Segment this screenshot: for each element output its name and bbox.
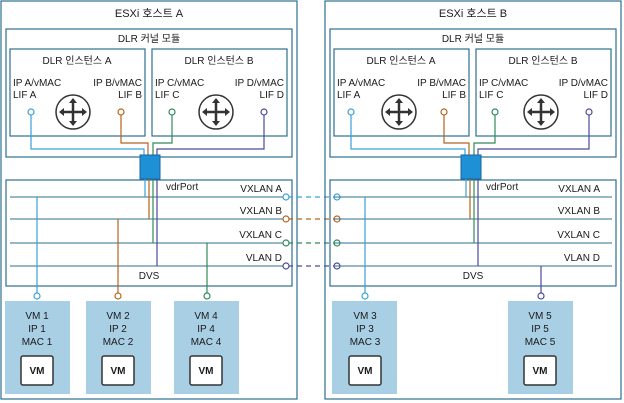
host-b-lif-a-ip: IP A/vMAC (337, 78, 385, 89)
host-a-instance-b (151, 48, 288, 137)
vm-1-icon (20, 355, 54, 386)
vm-3-name: VM 3 (353, 311, 377, 322)
host-a-vm-4: VM 4 IP 4 MAC 4 VM (174, 301, 239, 394)
vm-1-name: VM 1 (25, 311, 49, 322)
vm-1-ip: IP 1 (28, 324, 46, 335)
vm-2-ip: IP 2 (109, 324, 127, 335)
host-a-lif-d-ip: IP D/vMAC (235, 78, 284, 89)
host-b-vm-3: VM 3 IP 3 MAC 3 VM (332, 301, 397, 394)
vm-2-icon (101, 355, 135, 386)
host-a-instance-a-title: DLR 인스턴스 A (42, 55, 111, 67)
host-b-vm-5: VM 5 IP 5 MAC 5 VM (508, 301, 573, 394)
host-b-instance-a-title: DLR 인스턴스 A (366, 55, 435, 67)
host-a-net-vxlan-b: VXLAN B (240, 206, 283, 217)
vm-4-ip: IP 4 (197, 324, 215, 335)
host-b: ESXi 호스트 B DLR 커널 모듈 DLR 인스턴스 A IP A/vMA… (324, 0, 622, 400)
vm-5-mac: MAC 5 (525, 337, 556, 348)
host-b-lif-a-name: LIF A (337, 90, 361, 101)
vm-2-mac: MAC 2 (103, 337, 134, 348)
host-a-vdrport (139, 154, 161, 180)
host-a: ESXi 호스트 A DLR 커널 모듈 DLR 인스턴스 A IP A/vMA… (0, 0, 298, 400)
vm-4-mac: MAC 4 (191, 337, 222, 348)
vm-5-icon (523, 355, 557, 386)
host-a-vdrport-label: vdrPort (166, 182, 198, 193)
host-a-kernel-module (5, 28, 293, 158)
vm-5-ip: IP 5 (531, 324, 549, 335)
host-b-lif-c-name: LIF C (479, 90, 503, 101)
host-a-lif-d-name: LIF D (260, 90, 284, 101)
host-b-vm-lines (364, 197, 542, 296)
vm-4-icon-label: VM (199, 366, 214, 377)
host-b-lif-c-ip: IP C/vMAC (479, 78, 528, 89)
host-b-instance-b-title: DLR 인스턴스 B (508, 55, 577, 67)
host-a-vm-2: VM 2 IP 2 MAC 2 VM (86, 301, 151, 394)
host-b-vdrport-label: vdrPort (486, 182, 518, 193)
host-b-vdrport (460, 154, 482, 180)
host-b-network-lines (334, 196, 612, 267)
host-b-dvs-label: DVS (463, 271, 484, 282)
host-b-net-vxlan-a: VXLAN A (558, 184, 600, 195)
host-a-lif-dots (27, 108, 268, 116)
inter-host-links (288, 196, 335, 267)
host-b-lif-b-ip: IP B/vMAC (417, 78, 466, 89)
host-a-lif-c-name: LIF C (155, 90, 179, 101)
host-b-net-vxlan-b: VXLAN B (558, 206, 601, 217)
host-b-vdr-lines (465, 179, 479, 266)
host-b-kernel-label: DLR 커널 모듈 (442, 33, 504, 45)
vm-4-name: VM 4 (194, 311, 218, 322)
vm-3-mac: MAC 3 (350, 337, 381, 348)
vm-3-icon-label: VM (358, 366, 373, 377)
host-a-instance-b-title: DLR 인스턴스 B (184, 55, 253, 67)
host-a-kernel-label: DLR 커널 모듈 (118, 33, 180, 45)
host-b-net-vlan-d: VLAN D (564, 253, 600, 264)
vm-4-icon (189, 355, 223, 386)
host-a-vm-1: VM 1 IP 1 MAC 1 VM (5, 301, 70, 394)
host-a-vm-lines (36, 197, 208, 296)
host-b-lif-lines (350, 112, 590, 155)
host-b-lif-b-name: LIF B (442, 90, 466, 101)
host-a-router-icon-b (197, 93, 235, 131)
vm-3-icon (348, 355, 382, 386)
host-b-frame (324, 0, 622, 400)
host-b-router-icon-b (522, 93, 560, 131)
host-a-net-vxlan-a: VXLAN A (240, 184, 282, 195)
host-a-net-vlan-d: VLAN D (246, 253, 282, 264)
host-b-router-icon-a (380, 93, 418, 131)
host-b-instance-a (333, 48, 470, 137)
host-a-lif-a-name: LIF A (13, 90, 37, 101)
host-b-kernel-module (329, 28, 617, 158)
host-a-vm-dots (33, 292, 211, 300)
vm-2-icon-label: VM (111, 366, 126, 377)
host-b-instance-b (475, 48, 612, 137)
vm-5-name: VM 5 (528, 311, 552, 322)
host-b-lif-d-ip: IP D/vMAC (559, 78, 608, 89)
host-a-router-icon-a (54, 93, 92, 131)
host-a-lif-b-ip: IP B/vMAC (93, 78, 142, 89)
host-a-frame (0, 0, 298, 400)
host-a-title: ESXi 호스트 A (115, 7, 184, 20)
host-a-lif-lines (30, 112, 265, 155)
host-b-lif-dots (347, 108, 593, 116)
host-b-vm-dots (361, 292, 545, 300)
vm-5-icon-label: VM (533, 366, 548, 377)
inter-host-dots (282, 193, 341, 270)
host-a-vdr-lines (144, 179, 158, 266)
host-a-lif-a-ip: IP A/vMAC (13, 78, 61, 89)
host-b-net-vxlan-c: VXLAN C (557, 230, 600, 241)
host-b-title: ESXi 호스트 B (439, 7, 507, 20)
vm-2-name: VM 2 (106, 311, 130, 322)
host-b-dvs (329, 179, 617, 287)
host-a-lif-b-name: LIF B (118, 90, 142, 101)
host-b-lif-d-name: LIF D (584, 90, 608, 101)
vm-3-ip: IP 3 (356, 324, 374, 335)
vm-1-icon-label: VM (30, 366, 45, 377)
host-a-dvs-label: DVS (139, 271, 160, 282)
host-a-net-vxlan-c: VXLAN C (239, 230, 282, 241)
host-a-instance-a (9, 48, 146, 137)
host-a-lif-c-ip: IP C/vMAC (155, 78, 204, 89)
vm-1-mac: MAC 1 (22, 337, 53, 348)
